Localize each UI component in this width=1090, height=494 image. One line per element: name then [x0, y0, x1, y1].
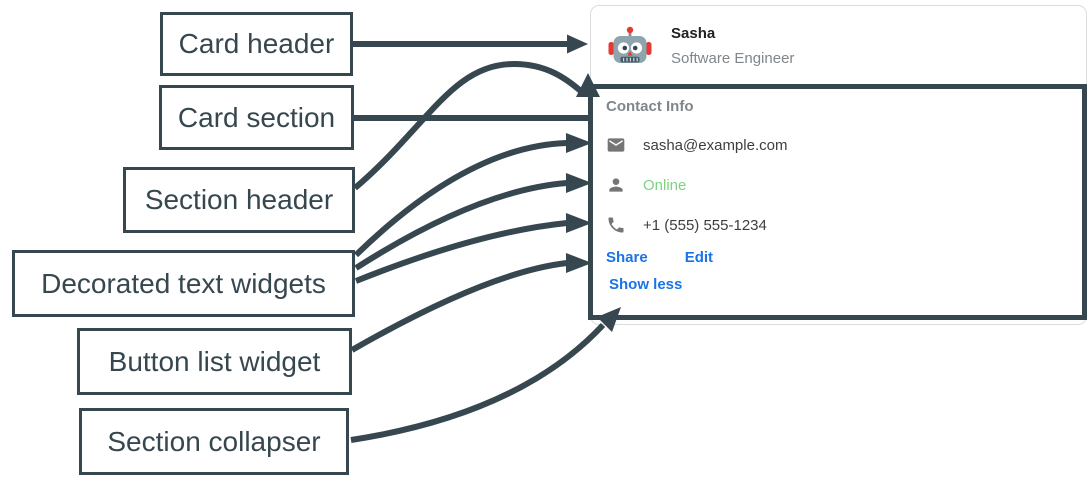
arrowhead-decorated-phone: [566, 213, 592, 233]
phone-icon: [608, 217, 624, 233]
decorated-text-email: sasha@example.com: [606, 135, 1070, 155]
robot-avatar-icon: [608, 26, 652, 63]
card-subtitle: Software Engineer: [671, 50, 795, 67]
phone-text: +1 (555) 555-1234: [643, 216, 767, 234]
arrowhead-decorated-status: [566, 173, 592, 193]
section-header: Contact Info: [606, 98, 694, 115]
contact-card: Sasha Software Engineer Contact Info sas…: [590, 5, 1087, 325]
share-button[interactable]: Share: [606, 249, 648, 266]
email-text: sasha@example.com: [643, 136, 788, 154]
email-icon: [607, 138, 625, 152]
arrow-decorated-phone: [354, 220, 568, 284]
arrow-decorated-email: [353, 140, 568, 258]
card-header-text: Sasha Software Engineer: [671, 25, 794, 67]
card-section: Contact Info sasha@example.com Online +1…: [591, 86, 1086, 294]
arrow-section-header: [353, 60, 585, 191]
arrowhead-card-header: [567, 34, 588, 54]
arrow-decorated-status: [354, 180, 568, 271]
arrow-section-collapser: [350, 322, 606, 443]
arrow-button-list: [350, 260, 568, 353]
button-list-widget: Share Edit: [606, 249, 1070, 266]
person-icon: [609, 178, 623, 192]
show-less-button[interactable]: Show less: [609, 276, 683, 293]
decorated-text-status: Online: [606, 175, 1070, 195]
label-decorated-text-widgets: Decorated text widgets: [12, 250, 355, 317]
label-card-header: Card header: [160, 12, 353, 76]
edit-button[interactable]: Edit: [684, 249, 714, 266]
decorated-text-phone: +1 (555) 555-1234: [606, 215, 1070, 235]
arrowhead-decorated-email: [566, 133, 592, 153]
section-collapser: Show less: [606, 276, 1070, 294]
label-button-list-widget: Button list widget: [77, 328, 352, 395]
card-header: Sasha Software Engineer: [591, 6, 1086, 86]
card-title: Sasha: [671, 25, 716, 42]
status-text: Online: [643, 176, 687, 194]
label-card-section: Card section: [159, 85, 354, 150]
label-section-collapser: Section collapser: [79, 408, 349, 475]
label-section-header: Section header: [123, 167, 355, 233]
arrowhead-button-list: [566, 253, 592, 273]
